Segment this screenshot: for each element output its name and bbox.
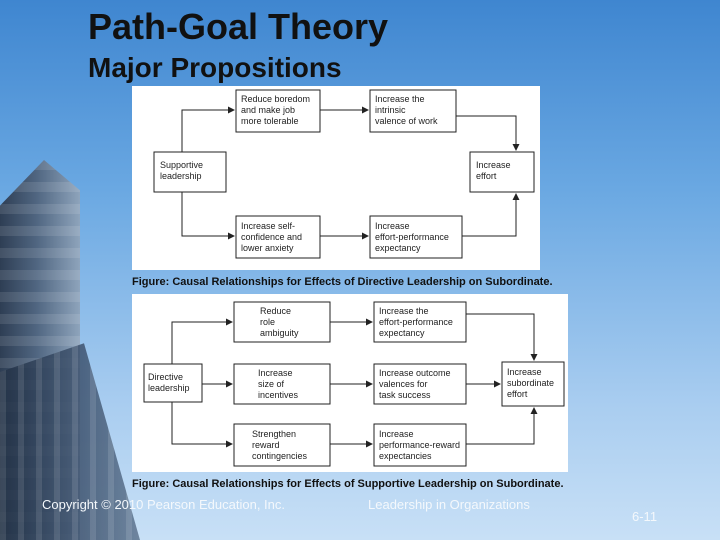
- footer-copyright: Copyright © 2010 Pearson Education, Inc.: [42, 497, 286, 512]
- d1-box-intrinsic: [369, 89, 457, 133]
- d1-label-leader: Supportive leadership: [160, 160, 206, 181]
- slide-title: Path-Goal Theory: [88, 6, 389, 47]
- d1-label-confidence: Increase self- confidence and lower anxi…: [241, 221, 305, 253]
- d2-label-contingencies: Strengthen reward contingencies: [252, 429, 308, 461]
- d2-box-leader: [143, 363, 203, 403]
- d2-box-perf-reward: [373, 423, 467, 467]
- d2-label-incentives: Increase size of incentives: [258, 368, 299, 400]
- d2-box-effort-perf: [373, 301, 467, 343]
- d2-arrow-leader-ambiguity: [171, 318, 233, 364]
- diagram-directive-leadership: Directive leadership Reduce role ambigui…: [132, 294, 568, 472]
- slide-subtitle: Major Propositions: [88, 52, 342, 83]
- d1-box-effort: [469, 151, 535, 193]
- d1-box-leader: [153, 151, 227, 193]
- d1-label-intrinsic: Increase the intrinsic valence of work: [375, 94, 438, 126]
- d2-label-outcome: Increase outcome valences for task succe…: [379, 368, 453, 400]
- d1-arrow-intrinsic-effort: [456, 115, 520, 151]
- d2-arrow-effort-perf-effort: [466, 313, 538, 361]
- d2-label-perf-reward: Increase performance-reward expectancies: [379, 429, 463, 461]
- diagram2-caption: Figure: Causal Relationships for Effects…: [132, 478, 564, 490]
- d1-arrow-leader-confidence: [181, 192, 235, 240]
- d2-box-incentives: [233, 363, 331, 405]
- diagram1-caption: Figure: Causal Relationships for Effects…: [132, 276, 553, 288]
- d1-box-expectancy: [369, 215, 463, 259]
- d1-label-expectancy: Increase effort-performance expectancy: [375, 221, 451, 253]
- d1-label-effort: Increase effort: [476, 160, 513, 181]
- d2-box-ambiguity: [233, 301, 331, 343]
- diagram-supportive-leadership: Supportive leadership Reduce boredom and…: [132, 86, 540, 270]
- d2-arrow-leader-contingencies: [171, 402, 233, 448]
- d1-arrow-expectancy-effort: [462, 193, 520, 237]
- d2-label-ambiguity: Reduce role ambiguity: [260, 306, 299, 338]
- d2-label-effort: Increase subordinate effort: [507, 367, 557, 399]
- d2-box-effort: [501, 361, 565, 407]
- d2-label-leader: Directive leadership: [148, 372, 190, 393]
- d1-arrow-leader-reduce: [181, 106, 235, 152]
- footer-book-title: Leadership in Organizations: [368, 497, 530, 512]
- d1-box-reduce: [235, 89, 321, 133]
- footer-page-number: 6-11: [632, 509, 658, 524]
- d2-arrow-perf-reward-effort: [466, 407, 538, 445]
- d2-label-effort-perf: Increase the effort-performance expectan…: [379, 306, 455, 338]
- d1-box-confidence: [235, 215, 321, 259]
- d2-box-outcome: [373, 363, 467, 405]
- diagram2-svg: Directive leadership Reduce role ambigui…: [143, 301, 565, 467]
- d1-label-reduce: Reduce boredom and make job more tolerab…: [241, 94, 313, 126]
- diagram1-svg: Supportive leadership Reduce boredom and…: [153, 89, 535, 259]
- d2-box-contingencies: [233, 423, 331, 467]
